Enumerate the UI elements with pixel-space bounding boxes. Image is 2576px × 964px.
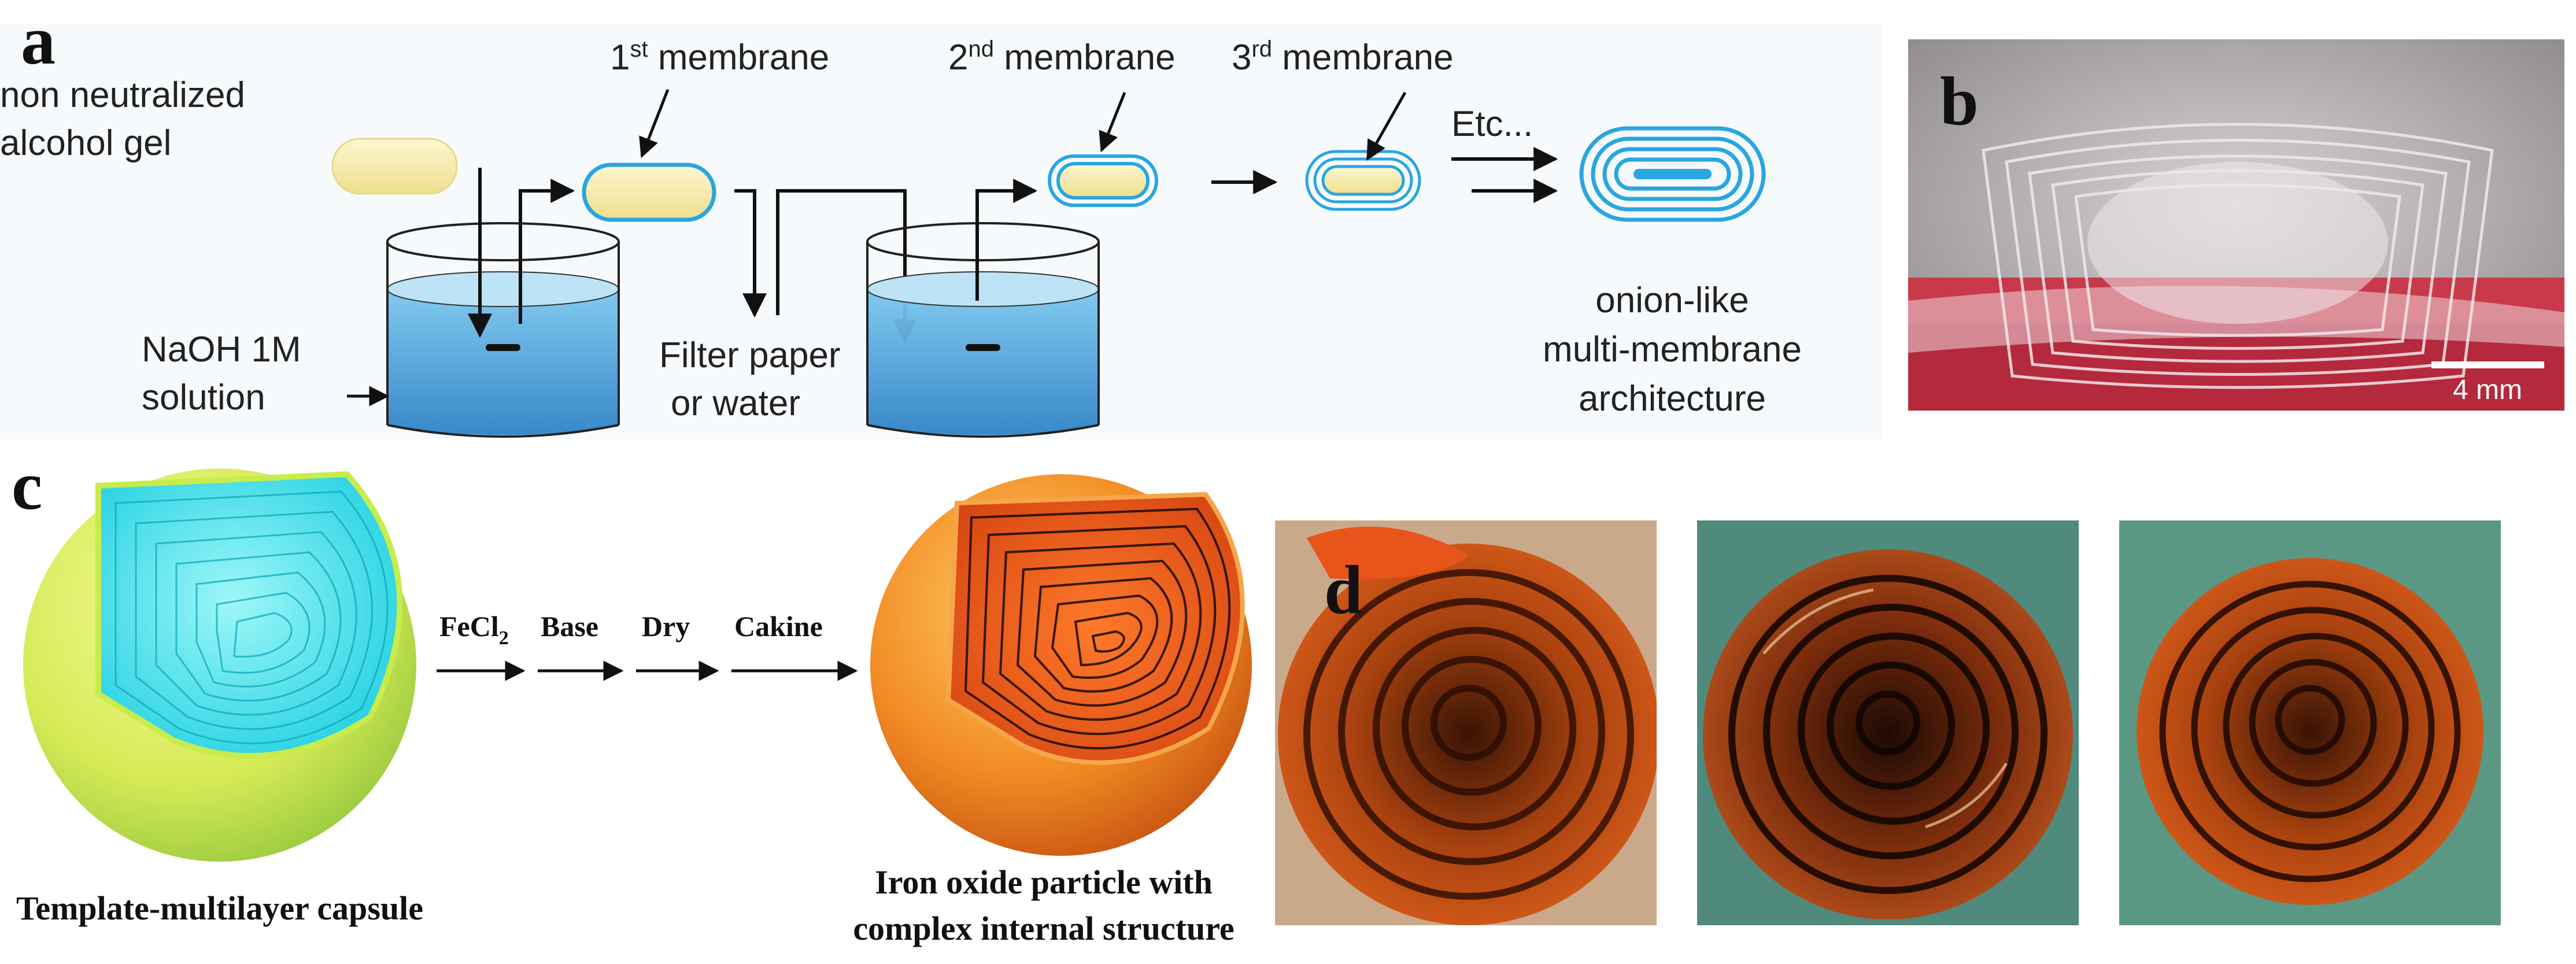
gel-label-line1: non neutralized xyxy=(0,75,245,115)
panel-a-letter: a xyxy=(21,2,56,79)
step-base: Base xyxy=(541,610,598,642)
pointer-1st-membrane xyxy=(639,89,670,158)
gel-label-line2: alcohol gel xyxy=(0,123,171,163)
template-capsule-sphere xyxy=(23,468,416,862)
arrow-out-beaker-2 xyxy=(975,179,1038,301)
naoh-label-line1: NaOH 1M xyxy=(142,330,301,370)
beaker-2 xyxy=(866,222,1100,438)
panel-b-letter: b xyxy=(1940,62,1979,139)
panel-d-letter: d xyxy=(1324,551,1363,628)
arrow-into-beaker-2 xyxy=(776,189,917,344)
panel-d-photo-3 xyxy=(2119,520,2501,925)
stir-bar-1 xyxy=(486,344,520,351)
iron-oxide-sphere xyxy=(870,474,1252,856)
caption-template-capsule: Template-multilayer capsule xyxy=(16,889,423,927)
scale-bar-label: 4 mm xyxy=(2453,375,2522,405)
naoh-label-line2: solution xyxy=(142,378,265,418)
filter-label-line1: Filter paper xyxy=(659,335,841,375)
scale-bar xyxy=(2431,361,2544,368)
panel-a: a non neutralized alcohol gel NaOH 1M so… xyxy=(0,2,1882,439)
label-2nd-membrane: 2nd membrane xyxy=(948,36,1176,77)
stir-bar-2 xyxy=(966,344,1000,351)
etc-label: Etc... xyxy=(1451,104,1533,144)
caption-iron-oxide-line2: complex internal structure xyxy=(853,910,1234,947)
panel-d: d xyxy=(1275,520,2501,925)
result-label-line1: onion-like xyxy=(1595,280,1749,320)
result-label-line3: architecture xyxy=(1579,379,1766,419)
panel-c-letter: c xyxy=(12,447,42,524)
panel-d-photo-1 xyxy=(1275,520,1657,925)
arrow-out-beaker-1 xyxy=(519,179,575,324)
onion-capsule xyxy=(1579,126,1766,222)
step-dry: Dry xyxy=(642,610,690,642)
result-label-line2: multi-membrane xyxy=(1543,330,1802,370)
capsule-3rd-membrane xyxy=(1305,150,1421,211)
label-1st-membrane: 1st membrane xyxy=(610,36,829,77)
label-3rd-membrane: 3rd membrane xyxy=(1232,36,1454,77)
step-fecl2: FeCl2 xyxy=(439,610,509,649)
step-cakine: Cakine xyxy=(734,610,823,642)
process-steps: FeCl2 Base Dry Cakine xyxy=(437,610,858,681)
pointer-2nd-membrane xyxy=(1099,92,1126,153)
panel-d-photo-2 xyxy=(1697,520,2079,925)
caption-iron-oxide-line1: Iron oxide particle with xyxy=(875,863,1213,901)
arrow-to-filter xyxy=(734,189,767,318)
filter-label-line2: or water xyxy=(671,383,800,423)
beaker-1 xyxy=(386,222,620,438)
panel-b: b 4 mm xyxy=(1908,39,2564,411)
panel-c: c FeCl2 Base Dry Cakine xyxy=(12,447,1252,947)
capsule-1st-membrane xyxy=(582,162,716,222)
capsule-2nd-membrane xyxy=(1048,154,1158,207)
gel-capsule xyxy=(331,138,458,195)
panel-b-photo xyxy=(1908,39,2564,411)
pointer-3rd-membrane xyxy=(1366,91,1407,161)
